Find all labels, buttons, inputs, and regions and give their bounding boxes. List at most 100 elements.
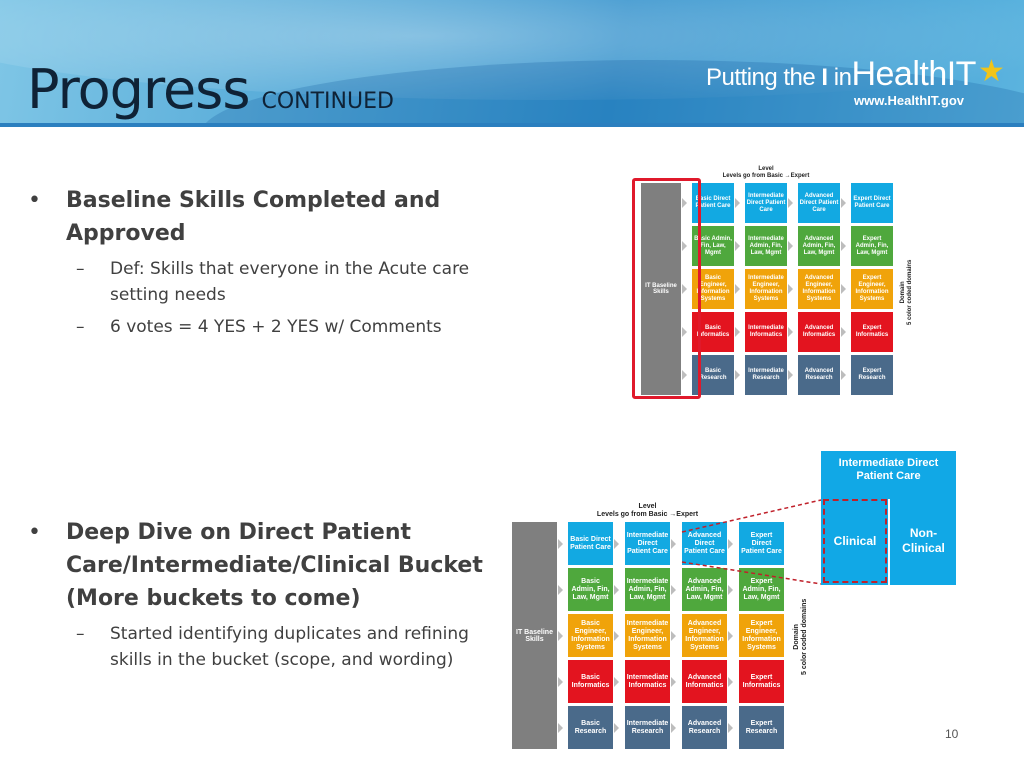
- chevron-right-icon: [735, 198, 740, 208]
- sub-bullet: – Def: Skills that everyone in the Acute …: [28, 256, 498, 308]
- zoom-nonclinical: Non-Clinical: [902, 526, 945, 555]
- skill-cell: Advanced Research: [682, 706, 727, 749]
- chevron-right-icon: [671, 676, 676, 687]
- logo-putting: Putting the: [706, 64, 816, 91]
- skill-cell: Basic Research: [568, 706, 613, 749]
- title-subtitle: CONTINUED: [261, 89, 394, 114]
- skill-cell: Expert Direct Patient Care: [739, 522, 784, 565]
- skill-cell: Basic Admin, Fin, Law, Mgmt: [568, 568, 613, 611]
- skill-cell: Expert Direct Patient Care: [851, 183, 893, 223]
- chevron-right-icon: [671, 722, 676, 733]
- logo-healthit: HealthIT: [851, 55, 976, 93]
- skill-cell: Expert Research: [739, 706, 784, 749]
- chevron-right-icon: [682, 284, 687, 294]
- healthit-logo: Putting the I inHealthIT★ www.HealthIT.g…: [706, 55, 1005, 108]
- skill-cell: Advanced Informatics: [682, 660, 727, 703]
- skill-cell: Expert Research: [851, 355, 893, 395]
- skill-cell: Advanced Engineer, Information Systems: [682, 614, 727, 657]
- chevron-right-icon: [671, 584, 676, 595]
- level-header-caption: Levels go from Basic →Expert: [722, 173, 810, 179]
- skill-cell: Expert Engineer, Information Systems: [739, 614, 784, 657]
- chevron-right-icon: [558, 722, 563, 733]
- skill-cell: Intermediate Direct Patient Care: [745, 183, 787, 223]
- baseline-highlight-box: [632, 178, 701, 399]
- skill-cell: Intermediate Informatics: [625, 660, 670, 703]
- logo-text: Putting the I inHealthIT★: [706, 55, 1005, 94]
- chevron-right-icon: [682, 241, 687, 251]
- skill-cell: Expert Informatics: [739, 660, 784, 703]
- chevron-right-icon: [788, 327, 793, 337]
- domain-label-title: Domain: [793, 624, 800, 650]
- chevron-right-icon: [728, 538, 733, 549]
- chevron-right-icon: [841, 198, 846, 208]
- sub-bullet: –Started identifying duplicates and refi…: [28, 621, 498, 673]
- zoom-divider: [888, 499, 890, 585]
- chevron-right-icon: [841, 370, 846, 380]
- domain-label-caption: 5 color coded domains: [907, 259, 913, 325]
- chevron-right-icon: [614, 538, 619, 549]
- skill-cell: Intermediate Research: [625, 706, 670, 749]
- chevron-right-icon: [614, 584, 619, 595]
- skill-cell: Expert Admin, Fin, Law, Mgmt: [739, 568, 784, 611]
- chevron-right-icon: [671, 538, 676, 549]
- chevron-right-icon: [788, 198, 793, 208]
- chevron-right-icon: [788, 241, 793, 251]
- sub-bullet: – 6 votes = 4 YES + 2 YES w/ Comments: [28, 314, 498, 340]
- logo-i: I: [821, 64, 828, 91]
- chevron-right-icon: [682, 370, 687, 380]
- dash-icon: –: [76, 259, 85, 279]
- sub-bullet-text: 6 votes = 4 YES + 2 YES w/ Comments: [110, 317, 442, 337]
- skill-cell: Intermediate Direct Patient Care: [625, 522, 670, 565]
- bullet-dot-icon: •: [28, 188, 41, 213]
- level-header-title: Level: [758, 166, 774, 172]
- bullet-heading: •Deep Dive on Direct Patient Care/Interm…: [28, 516, 498, 615]
- sub-bullet-text: Def: Skills that everyone in the Acute c…: [110, 259, 470, 305]
- chevron-right-icon: [841, 327, 846, 337]
- star-icon: ★: [977, 55, 1005, 88]
- chevron-right-icon: [558, 584, 563, 595]
- header-highlight: [0, 0, 1024, 100]
- skill-cell: Intermediate Engineer, Information Syste…: [625, 614, 670, 657]
- skill-cell: Intermediate Informatics: [745, 312, 787, 352]
- chevron-right-icon: [728, 584, 733, 595]
- level-header-title: Level: [638, 503, 657, 510]
- chevron-right-icon: [671, 630, 676, 641]
- zoom-clinical: Clinical: [823, 499, 887, 583]
- title-main: Progress: [27, 58, 250, 121]
- skill-cell: Intermediate Engineer, Information Syste…: [745, 269, 787, 309]
- chevron-right-icon: [558, 538, 563, 549]
- skill-cell: Basic Direct Patient Care: [568, 522, 613, 565]
- bullet-block-top: •Baseline Skills Completed and Approved …: [28, 184, 498, 340]
- chevron-right-icon: [788, 284, 793, 294]
- skill-cell: Intermediate Research: [745, 355, 787, 395]
- skill-cell: Expert Engineer, Information Systems: [851, 269, 893, 309]
- chevron-right-icon: [735, 370, 740, 380]
- skill-cell: Advanced Direct Patient Care: [682, 522, 727, 565]
- chevron-right-icon: [728, 722, 733, 733]
- zoom-callout: Intermediate Direct Patient Care Clinica…: [821, 451, 956, 585]
- baseline-skills-column: IT Baseline Skills: [641, 183, 681, 395]
- skill-cell: Basic Engineer, Information Systems: [568, 614, 613, 657]
- bullet-heading: •Baseline Skills Completed and Approved: [28, 184, 498, 250]
- chevron-right-icon: [614, 630, 619, 641]
- bullet-block-bottom: •Deep Dive on Direct Patient Care/Interm…: [28, 516, 498, 673]
- slide-header: [0, 0, 1024, 127]
- chevron-right-icon: [614, 722, 619, 733]
- skill-cell: Expert Informatics: [851, 312, 893, 352]
- dash-icon: –: [76, 317, 85, 337]
- skill-cell: Advanced Research: [798, 355, 840, 395]
- baseline-skills-column: IT Baseline Skills: [512, 522, 557, 749]
- level-header-caption: Levels go from Basic →Expert: [596, 511, 699, 518]
- chevron-right-icon: [728, 630, 733, 641]
- dash-icon: –: [76, 624, 85, 644]
- zoom-title: Intermediate Direct Patient Care: [838, 457, 939, 482]
- skill-cell: Expert Admin, Fin, Law, Mgmt: [851, 226, 893, 266]
- skill-cell: Advanced Admin, Fin, Law, Mgmt: [682, 568, 727, 611]
- page-number: 10: [945, 727, 959, 741]
- skill-cell: Advanced Admin, Fin, Law, Mgmt: [798, 226, 840, 266]
